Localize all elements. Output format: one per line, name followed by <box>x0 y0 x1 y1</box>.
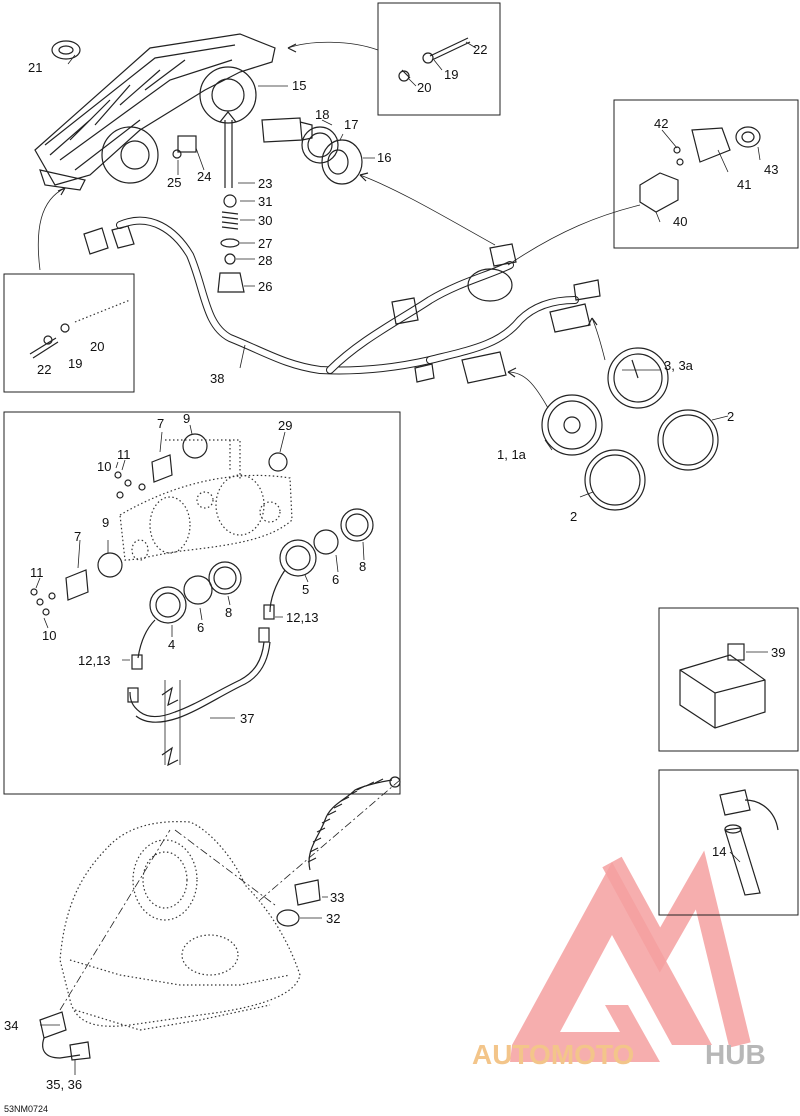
tachometer-gauge <box>607 347 669 409</box>
bezel-rings <box>584 409 719 511</box>
fuel-sender <box>719 789 779 896</box>
label-23: 23 <box>258 176 272 191</box>
watermark-text-2: HUB <box>705 1039 766 1070</box>
label-8-right: 8 <box>359 559 366 574</box>
label-20-top: 20 <box>417 80 431 95</box>
label-7-left: 7 <box>74 529 81 544</box>
fairing-dotted <box>59 779 401 1031</box>
wiring-harness <box>83 216 601 384</box>
label-1-1a: 1, 1a <box>497 447 527 462</box>
label-25: 25 <box>167 175 181 190</box>
bulb-socket <box>261 117 313 143</box>
clip-21 <box>51 40 81 60</box>
leader-lines <box>35 54 729 1075</box>
nuts-10-11 <box>30 471 146 616</box>
label-9-top: 9 <box>183 411 190 426</box>
label-4: 4 <box>168 637 175 652</box>
box-sensor <box>613 99 799 249</box>
label-20-lower: 20 <box>90 339 104 354</box>
label-10-left: 10 <box>42 628 56 643</box>
label-39: 39 <box>771 645 785 660</box>
watermark-logo <box>510 850 751 1062</box>
adjuster-rod-stack <box>217 111 245 293</box>
box-gauges-detail <box>3 411 401 795</box>
fuse-box <box>679 643 768 729</box>
gauge-small-right <box>258 508 374 643</box>
box-fuse-relay <box>658 607 799 752</box>
label-19-lower: 19 <box>68 356 82 371</box>
label-38: 38 <box>210 371 224 386</box>
label-41: 41 <box>737 177 751 192</box>
label-31: 31 <box>258 194 272 209</box>
label-42: 42 <box>654 116 668 131</box>
coiled-cord <box>276 776 401 927</box>
harness-37 <box>129 641 271 767</box>
label-11-left: 11 <box>30 565 44 580</box>
label-15: 15 <box>292 78 306 93</box>
label-22-top: 22 <box>473 42 487 57</box>
callout-labels: 22 19 20 21 15 18 17 16 25 24 23 31 30 2… <box>4 42 785 1114</box>
speedometer-gauge <box>541 394 603 456</box>
label-30: 30 <box>258 213 272 228</box>
box-lower-screws <box>3 273 135 393</box>
sensor-40-43 <box>639 126 761 223</box>
label-37: 37 <box>240 711 254 726</box>
label-27: 27 <box>258 236 272 251</box>
label-2-right: 2 <box>727 409 734 424</box>
label-6-left: 6 <box>197 620 204 635</box>
label-32: 32 <box>326 911 340 926</box>
label-35-36: 35, 36 <box>46 1077 82 1092</box>
harness-arrows <box>37 41 641 409</box>
box-fuel-sender <box>658 769 799 916</box>
label-2-left: 2 <box>570 509 577 524</box>
label-26: 26 <box>258 279 272 294</box>
brackets-7 <box>65 433 288 601</box>
label-28: 28 <box>258 253 272 268</box>
label-22-lower: 22 <box>37 362 51 377</box>
label-24: 24 <box>197 169 211 184</box>
label-3-3a: 3, 3a <box>664 358 694 373</box>
headlight-assembly <box>34 33 276 191</box>
label-19-top: 19 <box>444 67 458 82</box>
gauge-small-left <box>127 561 242 703</box>
label-18: 18 <box>315 107 329 122</box>
label-11-top: 11 <box>117 447 131 462</box>
label-9-left: 9 <box>102 515 109 530</box>
label-12-13-right: 12,13 <box>286 610 319 625</box>
label-21: 21 <box>28 60 42 75</box>
box-headlight-screws <box>377 2 501 116</box>
screw-22-upper <box>398 37 477 87</box>
label-5: 5 <box>302 582 309 597</box>
label-7-top: 7 <box>157 416 164 431</box>
ignition-switch <box>39 1011 91 1061</box>
label-14: 14 <box>712 844 726 859</box>
gauge-panel-dotted <box>119 439 293 561</box>
label-40: 40 <box>673 214 687 229</box>
label-33: 33 <box>330 890 344 905</box>
label-43: 43 <box>764 162 778 177</box>
label-29: 29 <box>278 418 292 433</box>
label-10-top: 10 <box>97 459 111 474</box>
diagram-code: 53NM0724 <box>4 1104 48 1114</box>
label-17: 17 <box>344 117 358 132</box>
grommet-and-nut <box>172 135 197 159</box>
rubber-boot <box>321 139 363 185</box>
label-16: 16 <box>377 150 391 165</box>
screw-22-lower <box>29 299 131 359</box>
label-34: 34 <box>4 1018 18 1033</box>
label-12-13-left: 12,13 <box>78 653 111 668</box>
headlight-cover-ring <box>301 126 339 164</box>
label-6-right: 6 <box>332 572 339 587</box>
watermark-text-1: AUTOMOTO <box>472 1039 634 1070</box>
label-8-left: 8 <box>225 605 232 620</box>
